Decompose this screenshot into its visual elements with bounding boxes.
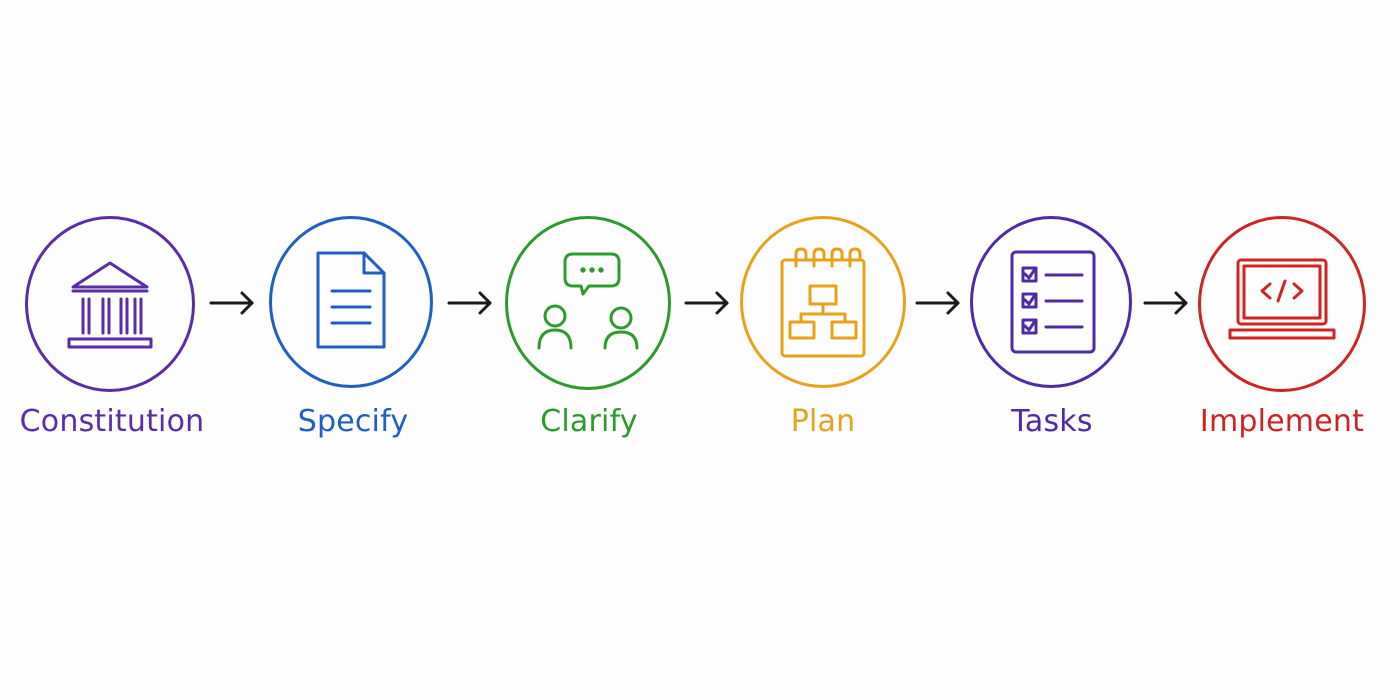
discussion-icon xyxy=(537,252,639,350)
step-circle xyxy=(740,216,906,388)
step-label: Implement xyxy=(1199,404,1365,439)
laptop-code-icon xyxy=(1228,258,1336,340)
step-label: Clarify xyxy=(540,404,638,439)
arrow-right-icon xyxy=(446,288,494,318)
step-label: Tasks xyxy=(1011,404,1093,439)
step-implement: Implement xyxy=(1162,0,1400,700)
step-label: Specify xyxy=(297,404,409,439)
arrow-right-icon xyxy=(208,288,256,318)
step-tasks: Tasks xyxy=(932,0,1172,700)
step-circle xyxy=(970,216,1132,388)
document-icon xyxy=(316,251,386,349)
arrow-right-icon xyxy=(683,288,731,318)
step-plan: Plan xyxy=(703,0,943,700)
arrow-right-icon xyxy=(1142,288,1190,318)
step-label: Constitution xyxy=(19,404,205,439)
planning-notepad-icon xyxy=(780,247,866,358)
checklist-icon xyxy=(1010,250,1096,354)
step-constitution: Constitution xyxy=(0,0,232,700)
step-circle xyxy=(25,216,195,392)
step-label: Plan xyxy=(790,404,856,439)
arrow-right-icon xyxy=(914,288,962,318)
step-circle xyxy=(505,216,671,390)
institution-icon xyxy=(67,261,153,349)
step-clarify: Clarify xyxy=(469,0,709,700)
step-circle xyxy=(1198,216,1366,392)
step-circle xyxy=(269,216,433,388)
step-specify: Specify xyxy=(233,0,473,700)
